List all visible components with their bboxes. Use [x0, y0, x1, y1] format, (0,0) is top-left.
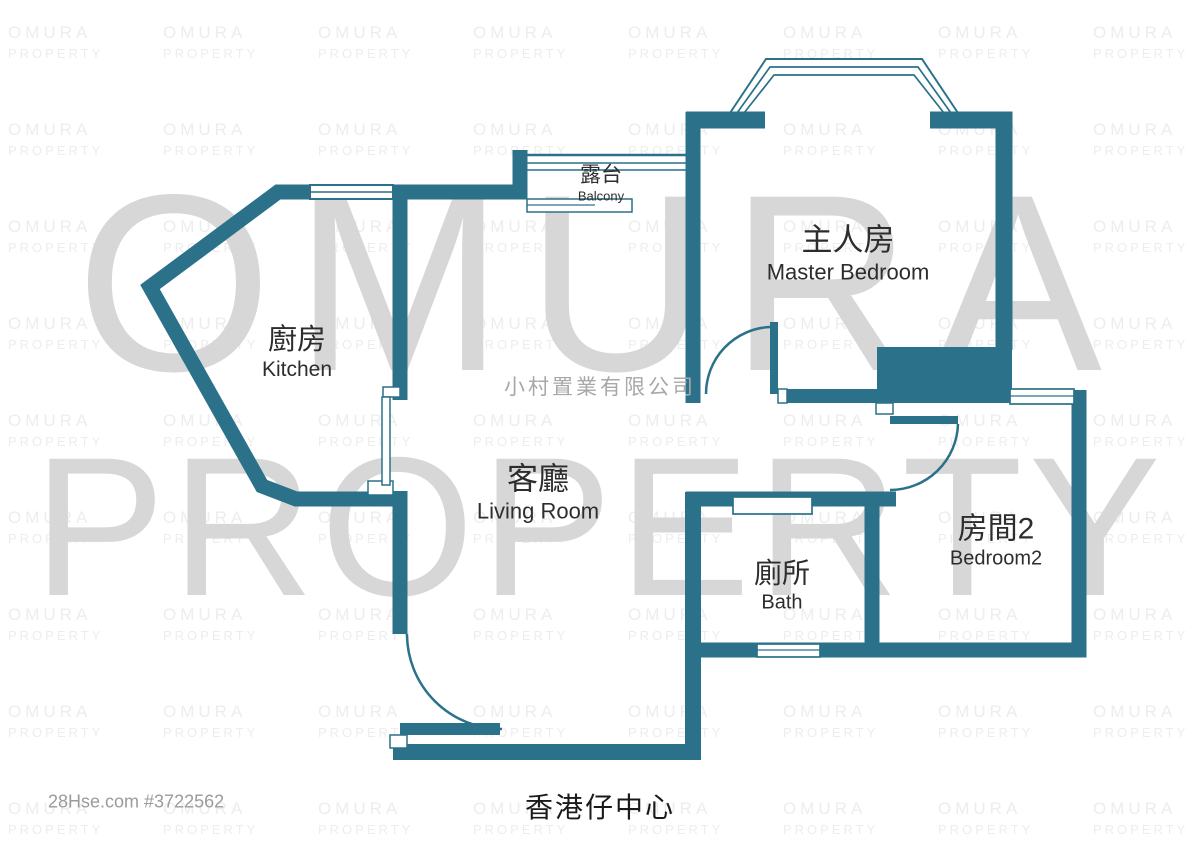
bedroom2-door — [875, 402, 960, 492]
label-balcony: 露台 Balcony — [578, 159, 624, 204]
label-kitchen-en: Kitchen — [261, 358, 333, 381]
bath-door — [732, 496, 813, 515]
label-bath-en: Bath — [761, 591, 803, 614]
doors — [381, 322, 960, 749]
balcony-railing — [527, 153, 686, 171]
label-master-bedroom: 主人房 Master Bedroom — [767, 215, 930, 286]
label-master-bedroom-en: Master Bedroom — [766, 259, 930, 285]
wardrobe-block — [877, 347, 1012, 403]
label-living-room-zh: 客廳 — [507, 461, 569, 497]
label-master-bedroom-zh: 主人房 — [801, 222, 895, 258]
entrance-door — [389, 633, 503, 749]
label-bedroom2-zh: 房間2 — [957, 512, 1035, 546]
bay-window — [729, 58, 959, 114]
windows — [309, 58, 1075, 658]
label-kitchen-zh: 廚房 — [267, 324, 327, 356]
label-living-room: 客廳 Living Room — [477, 454, 599, 525]
building-name: 香港仔中心 — [524, 792, 676, 823]
label-balcony-en: Balcony — [577, 188, 625, 204]
label-kitchen: 廚房 Kitchen — [262, 316, 332, 382]
label-bath-zh: 廁所 — [753, 557, 811, 589]
watermark-company: 小村置業有限公司 — [504, 376, 696, 399]
master-bedroom-door — [704, 322, 788, 404]
label-living-room-en: Living Room — [476, 498, 600, 524]
label-bedroom2: 房間2 Bedroom2 — [950, 504, 1042, 571]
listing-id: 28Hse.com #3722562 — [48, 791, 225, 812]
kitchen-door — [381, 386, 401, 486]
label-bath: 廁所 Bath — [754, 552, 810, 615]
label-bedroom2-en: Bedroom2 — [949, 547, 1043, 570]
label-balcony-zh: 露台 — [580, 163, 622, 187]
